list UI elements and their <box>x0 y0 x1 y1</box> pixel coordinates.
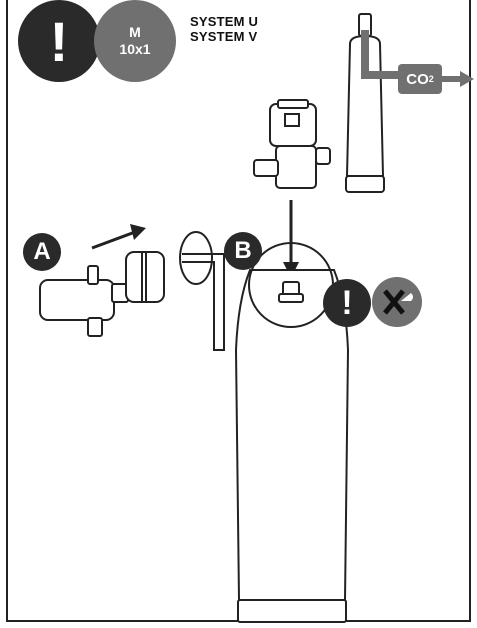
large-cylinder-icon <box>234 269 350 623</box>
step-b-label: B <box>224 232 262 270</box>
direction-arrow-icon <box>130 224 146 240</box>
step-a-label: A <box>23 233 61 271</box>
system-v-label: SYSTEM V <box>190 29 258 44</box>
warning-icon: ! <box>18 0 100 82</box>
valve-icon <box>278 281 304 303</box>
gas-flow-line <box>361 30 400 79</box>
no-tools-icon <box>372 277 422 327</box>
adapter-icon <box>39 251 165 337</box>
warning-small-icon: ! <box>323 279 371 327</box>
gas-flow-arrow-icon <box>460 71 474 87</box>
seal-ring-icon <box>179 231 225 351</box>
regulator-icon <box>253 99 331 189</box>
system-u-label: SYSTEM U <box>190 14 259 29</box>
thread-size-badge: M 10x1 <box>94 0 176 82</box>
thread-size-line2: 10x1 <box>119 41 151 57</box>
thread-size-line1: M <box>129 24 141 40</box>
